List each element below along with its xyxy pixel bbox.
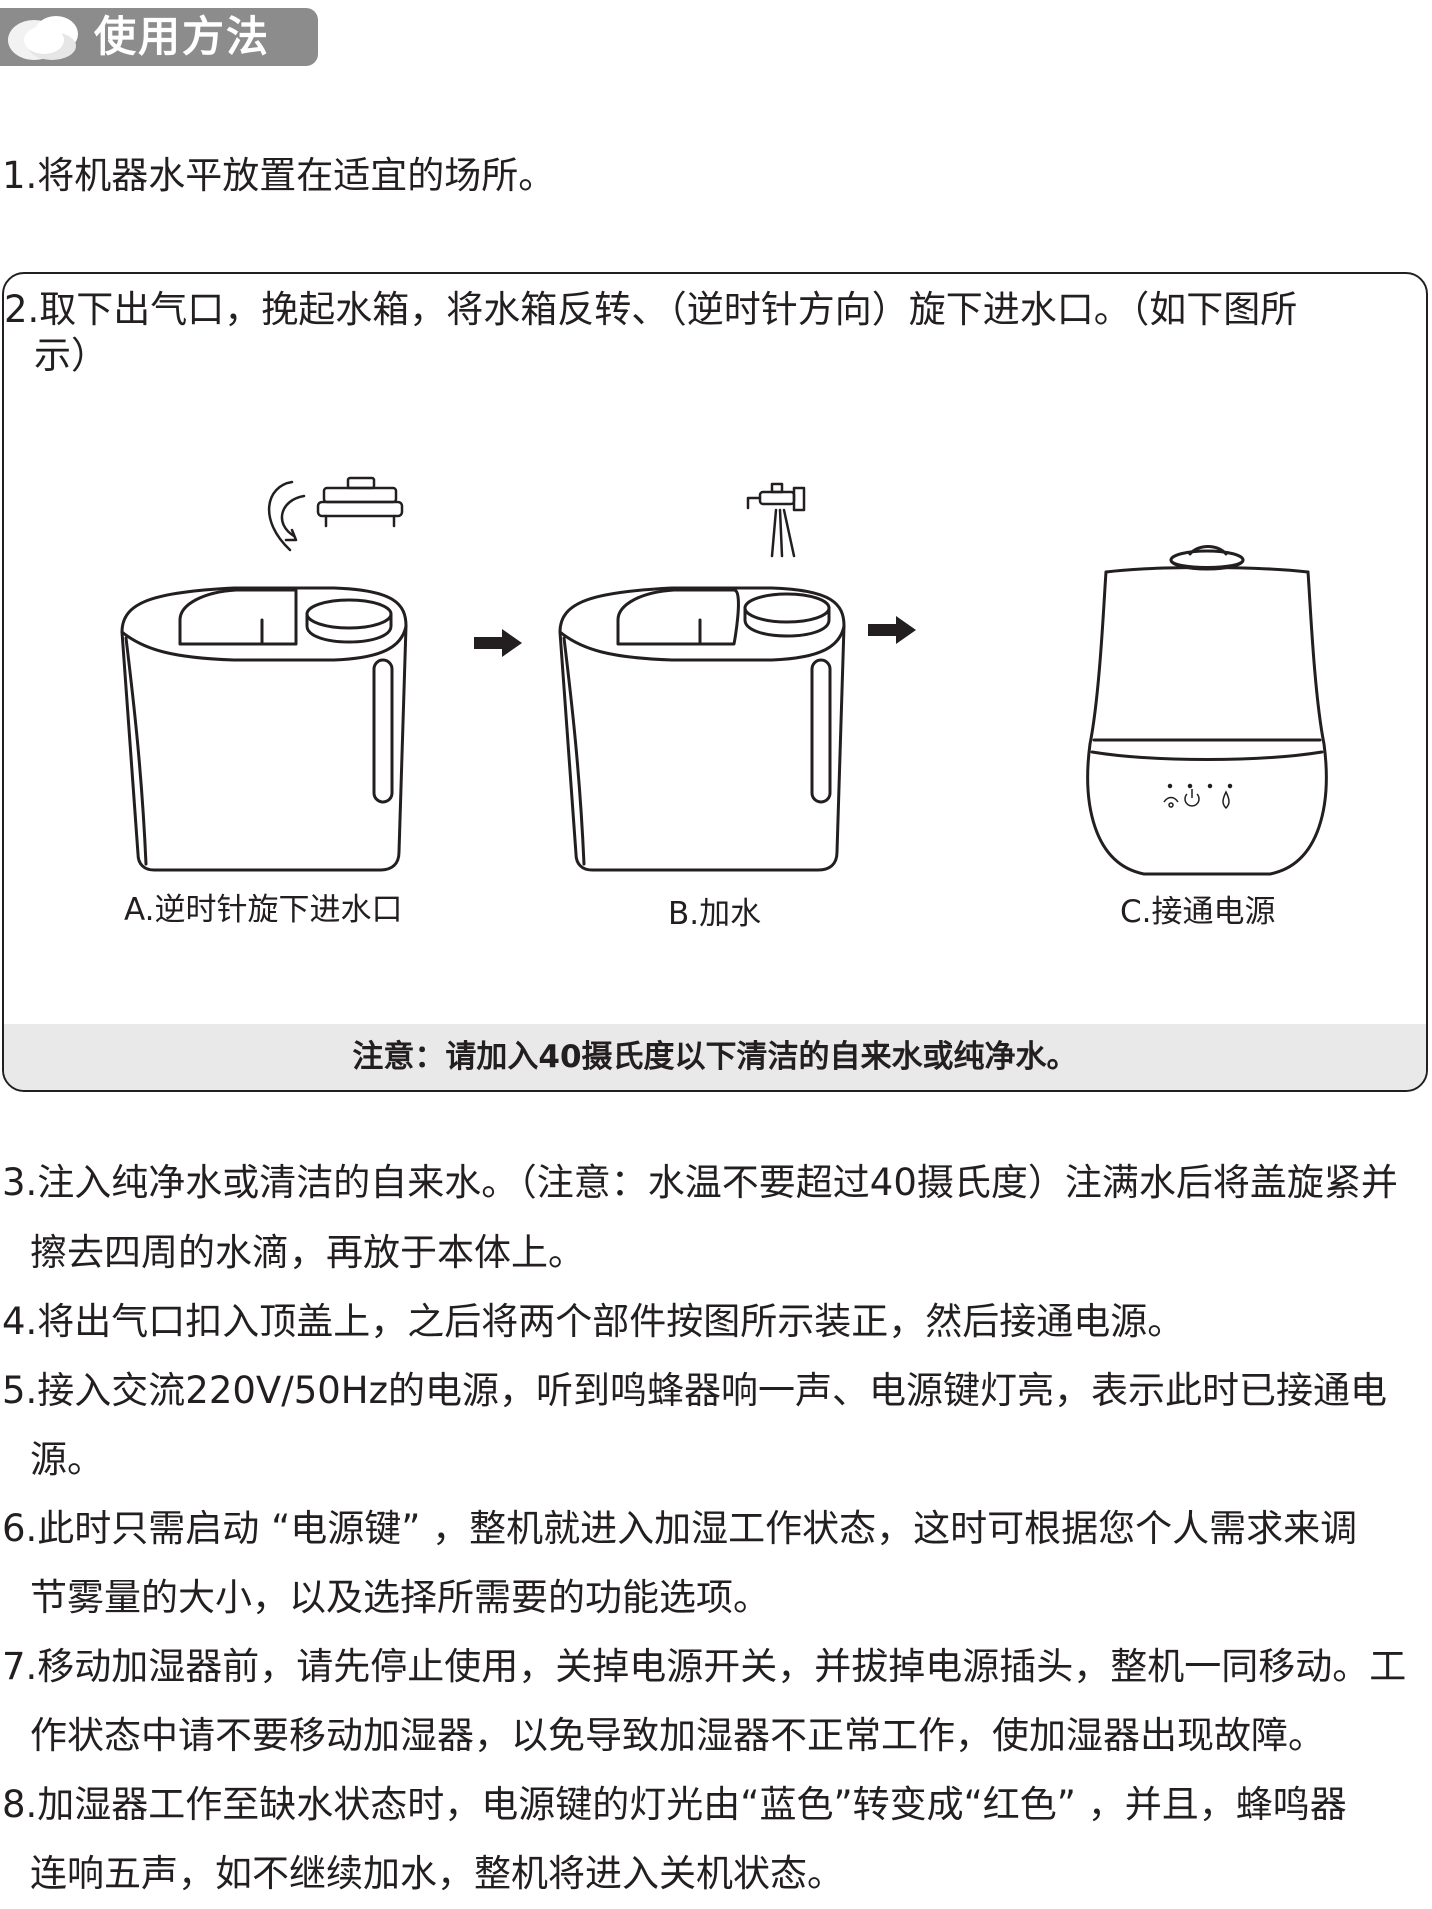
caption-b: B.加水: [668, 896, 762, 932]
illustration-panel: 2.取下出气口，挽起水箱，将水箱反转、（逆时针方向）旋下进水口。（如下图所 示）: [2, 272, 1428, 1092]
step-4: 4.将出气口扣入顶盖上，之后将两个部件按图所示装正，然后接通电源。: [2, 1300, 1185, 1343]
step-7-line-2: 作状态中请不要移动加湿器，以免导致加湿器不正常工作，使加湿器出现故障。: [30, 1714, 1325, 1757]
step-3-line-1: 3.注入纯净水或清洁的自来水。（注意：水温不要超过40摄氏度）注满水后将盖旋紧并: [2, 1161, 1398, 1204]
arrow-right-icon: [474, 629, 522, 657]
water-tap-icon: [746, 482, 806, 558]
step-1: 1.将机器水平放置在适宜的场所。: [2, 154, 556, 197]
inlet-cap: [316, 476, 404, 528]
water-tank-b: [558, 586, 846, 872]
caption-a: A.逆时针旋下进水口: [124, 892, 403, 928]
humidifier-unit: [1086, 545, 1328, 876]
note-bar: 注意：请加入40摄氏度以下清洁的自来水或纯净水。: [4, 1024, 1426, 1090]
step-5-line-2: 源。: [30, 1438, 104, 1481]
section-title: 使用方法: [94, 12, 271, 61]
step-5-line-1: 5.接入交流220V/50Hz的电源，听到鸣蜂器响一声、电源键灯亮，表示此时已接…: [2, 1369, 1388, 1412]
step-8-line-2: 连响五声，如不继续加水，整机将进入关机状态。: [30, 1852, 844, 1895]
step-3-line-2: 擦去四周的水滴，再放于本体上。: [30, 1231, 585, 1274]
step-7-line-1: 7.移动加湿器前，请先停止使用，关掉电源开关，并拔掉电源插头，整机一同移动。工: [2, 1645, 1407, 1688]
instruction-illustration: [120, 476, 1328, 876]
step-8-line-1: 8.加湿器工作至缺水状态时，电源键的灯光由“蓝色”转变成“红色” ，并且，蜂鸣器: [2, 1783, 1347, 1826]
step-6-line-1: 6.此时只需启动 “电源键” ，整机就进入加湿工作状态，这时可根据您个人需求来调: [2, 1507, 1358, 1550]
cloud-icon: [8, 16, 78, 60]
caption-c: C.接通电源: [1120, 894, 1276, 930]
water-tank-a: [120, 586, 408, 872]
rotate-arrow-icon: [267, 480, 306, 552]
arrow-right-icon: [868, 616, 916, 644]
step-2-line-1: 2.取下出气口，挽起水箱，将水箱反转、（逆时针方向）旋下进水口。（如下图所: [4, 288, 1298, 331]
humidifier-buttons: [1163, 783, 1233, 810]
step-2-line-2: 示）: [34, 334, 108, 377]
step-6-line-2: 节雾量的大小，以及选择所需要的功能选项。: [30, 1576, 770, 1619]
